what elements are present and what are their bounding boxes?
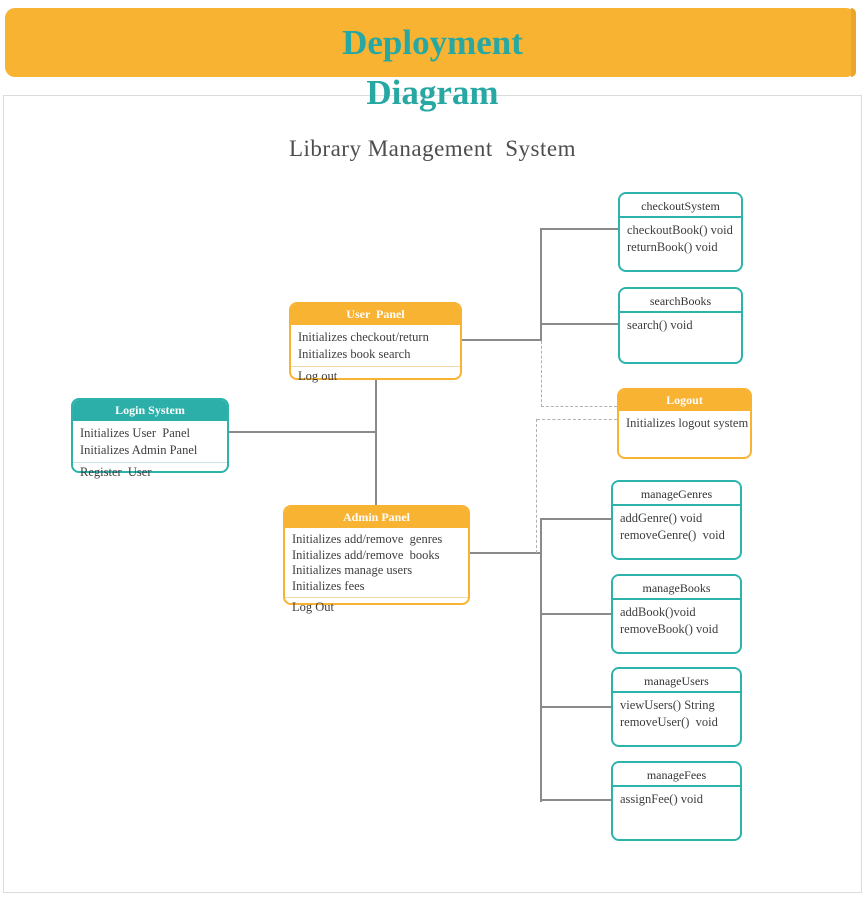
node-admin-panel-line: Initializes add/remove books: [292, 547, 440, 562]
node-user-panel-line: Initializes checkout/return: [298, 330, 429, 344]
node-manage-books: manageBooks addBook()void removeBook() v…: [611, 574, 742, 654]
node-user-panel-footer: Log out: [298, 369, 338, 383]
node-user-panel: User Panel Initializes checkout/return I…: [289, 302, 462, 383]
node-manage-fees-title: manageFees: [613, 763, 740, 787]
node-logout-line: Initializes logout system: [626, 416, 749, 430]
node-login-system-footer: Register User: [80, 465, 152, 479]
connector-to-manageusers: [541, 706, 611, 708]
node-manage-books-title: manageBooks: [613, 576, 740, 600]
title-banner: [5, 8, 856, 77]
node-search-books-title: searchBooks: [620, 289, 741, 313]
node-manage-users-line: viewUsers() String: [620, 698, 715, 712]
node-admin-panel-footer: Log Out: [292, 600, 335, 614]
connector-to-managefees: [541, 799, 611, 801]
node-manage-users-title: manageUsers: [613, 669, 740, 693]
node-admin-panel: Admin Panel Initializes add/remove genre…: [283, 505, 470, 614]
connector-to-managebooks: [541, 613, 611, 615]
node-checkout-system-title: checkoutSystem: [620, 194, 741, 218]
connector-to-searchbooks: [541, 323, 618, 325]
node-checkout-system-line: returnBook() void: [627, 240, 718, 254]
node-search-books: searchBooks search() void: [618, 287, 743, 364]
node-admin-panel-line: Initializes manage users: [292, 563, 413, 577]
dashed-adminpanel-to-logout-vertical: [536, 419, 537, 553]
compartment-divider: [73, 462, 227, 463]
node-user-panel-title: User Panel: [291, 304, 460, 325]
node-search-books-line: search() void: [627, 318, 693, 332]
node-login-system: Login System Initializes User Panel Init…: [71, 398, 229, 479]
node-manage-genres-line: removeGenre() void: [620, 528, 725, 542]
node-manage-users: manageUsers viewUsers() String removeUse…: [611, 667, 742, 747]
compartment-divider: [285, 597, 468, 598]
node-login-system-line: Initializes Admin Panel: [80, 443, 198, 457]
dashed-adminpanel-to-logout-horizontal: [537, 419, 617, 420]
dashed-userpanel-to-logout-vertical: [541, 341, 542, 407]
node-admin-panel-line: Initializes add/remove genres: [292, 532, 443, 546]
connector-userpanel-to-adminpanel: [375, 380, 377, 505]
connector-to-managegenres: [541, 518, 611, 520]
diagram-title: Library Management System: [288, 136, 576, 161]
node-login-system-line: Initializes User Panel: [80, 426, 191, 440]
connector-login-to-trunk: [229, 431, 376, 433]
node-user-panel-line: Initializes book search: [298, 347, 411, 361]
node-logout: Logout Initializes logout system: [617, 388, 752, 459]
connector-userpanel-to-junction: [462, 339, 542, 341]
dashed-userpanel-to-logout-horizontal: [541, 406, 617, 407]
node-manage-books-line: removeBook() void: [620, 622, 719, 636]
connector-to-checkoutsystem: [541, 228, 618, 230]
node-manage-genres-title: manageGenres: [613, 482, 740, 506]
node-manage-users-line: removeUser() void: [620, 715, 718, 729]
node-admin-panel-title: Admin Panel: [285, 507, 468, 528]
connector-adminpanel-trunk: [540, 518, 542, 802]
node-manage-books-line: addBook()void: [620, 605, 696, 619]
node-checkout-system-line: checkoutBook() void: [627, 223, 733, 237]
banner-edge-shade: [851, 8, 856, 77]
node-login-system-title: Login System: [73, 400, 227, 421]
node-admin-panel-line: Initializes fees: [292, 578, 365, 593]
node-manage-fees-line: assignFee() void: [620, 792, 703, 806]
node-manage-genres-line: addGenre() void: [620, 511, 703, 525]
compartment-divider: [291, 366, 460, 367]
node-manage-fees: manageFees assignFee() void: [611, 761, 742, 841]
node-manage-genres: manageGenres addGenre() void removeGenre…: [611, 480, 742, 560]
node-logout-title: Logout: [619, 390, 750, 411]
connector-userpanel-trunk: [540, 228, 542, 341]
node-checkout-system: checkoutSystem checkoutBook() void retur…: [618, 192, 743, 272]
connector-adminpanel-to-junction: [470, 552, 541, 554]
